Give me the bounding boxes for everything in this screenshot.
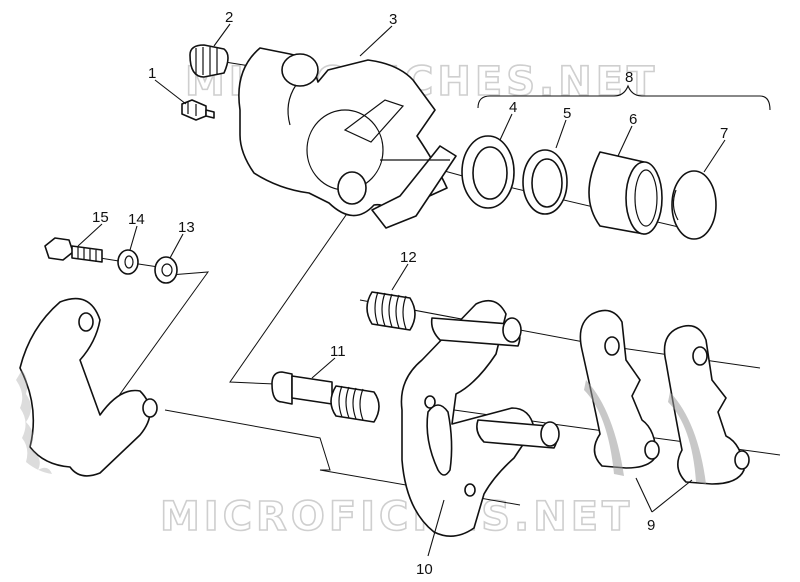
slide-pin xyxy=(271,371,380,423)
callout-15: 15 xyxy=(92,209,109,226)
piston-cap xyxy=(671,170,717,240)
callout-10: 10 xyxy=(416,561,433,578)
callout-3: 3 xyxy=(389,11,397,28)
brake-pads xyxy=(579,309,750,485)
callout-7: 7 xyxy=(720,125,728,142)
spring xyxy=(366,291,416,331)
callout-8: 8 xyxy=(625,69,633,86)
callout-6: 6 xyxy=(629,111,637,128)
seal-ring-small xyxy=(522,149,568,215)
set-screw xyxy=(189,44,229,78)
callout-5: 5 xyxy=(563,105,571,122)
leader-lines xyxy=(77,23,726,557)
callout-13: 13 xyxy=(178,219,195,236)
brake-caliper-body xyxy=(238,47,457,229)
watermark-bottom: MICROFICHES.NET xyxy=(160,494,633,540)
seal-ring xyxy=(461,135,515,209)
piston xyxy=(588,151,663,235)
caliper-bracket xyxy=(400,299,560,537)
mounting-bracket xyxy=(16,297,158,477)
callout-9: 9 xyxy=(647,517,655,534)
piston-assembly xyxy=(477,84,771,111)
bolt xyxy=(44,237,103,263)
callout-12: 12 xyxy=(400,249,417,266)
flat-washer xyxy=(154,256,178,284)
callouts: 1 2 3 4 5 6 7 8 9 10 11 12 13 14 15 xyxy=(92,9,728,578)
callout-14: 14 xyxy=(128,211,145,228)
callout-1: 1 xyxy=(148,65,156,82)
callout-11: 11 xyxy=(330,343,346,360)
lock-washer xyxy=(117,249,139,275)
callout-2: 2 xyxy=(225,9,233,26)
pad-axis-lower xyxy=(164,409,521,506)
callout-4: 4 xyxy=(509,99,517,116)
bleeder-valve xyxy=(181,99,215,121)
